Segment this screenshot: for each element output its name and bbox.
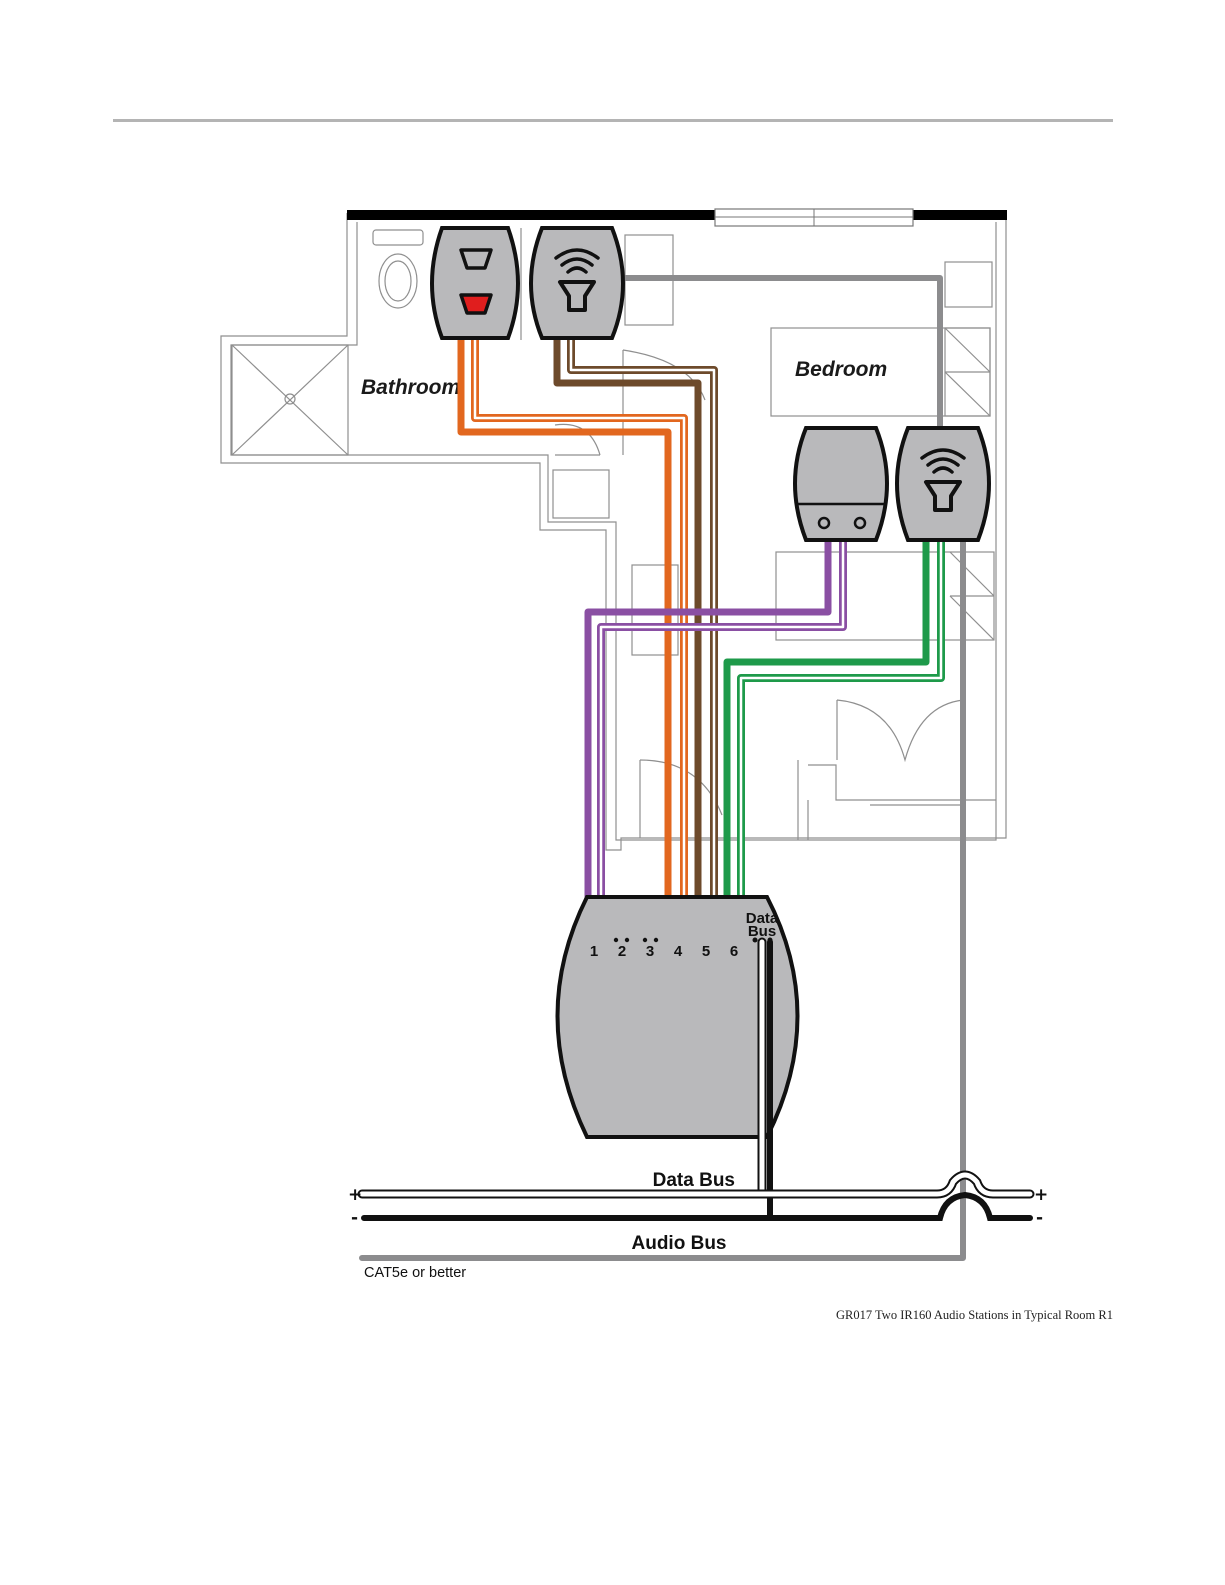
- audio-bus-label: Audio Bus: [632, 1233, 727, 1254]
- up-button: [461, 250, 491, 268]
- port-1-label: 1: [590, 943, 598, 960]
- orange-wire: [461, 338, 668, 940]
- brown-wire: [557, 338, 698, 940]
- figure-caption: GR017 Two IR160 Audio Stations in Typica…: [836, 1308, 1113, 1323]
- bathroom-speaker: [531, 228, 623, 338]
- bedroom-label: Bedroom: [795, 358, 887, 381]
- data-bus-port-label-2: Bus: [748, 923, 776, 940]
- cable-note: CAT5e or better: [364, 1265, 466, 1281]
- audio-bus-minus-right: -: [1036, 1208, 1043, 1228]
- bedroom-ir-station: [795, 428, 887, 540]
- red-button: [461, 295, 491, 313]
- port-4-label: 4: [674, 943, 683, 960]
- bathroom-label: Bathroom: [361, 376, 460, 399]
- bathroom-keypad: [432, 228, 518, 338]
- purple-wire: [588, 538, 828, 940]
- data-bus-label: Data Bus: [653, 1170, 735, 1191]
- port-2-label: 2: [618, 943, 626, 960]
- port-6-label: 6: [730, 943, 738, 960]
- exterior-wall: [347, 209, 1007, 226]
- data-bus-plus-right: +: [1034, 1185, 1048, 1205]
- port-5-label: 5: [702, 943, 710, 960]
- bedroom-speaker: [897, 428, 989, 540]
- port-3-label: 3: [646, 943, 654, 960]
- data-bus-plus-left: +: [348, 1185, 362, 1205]
- audio-bus-minus-left: -: [351, 1208, 358, 1228]
